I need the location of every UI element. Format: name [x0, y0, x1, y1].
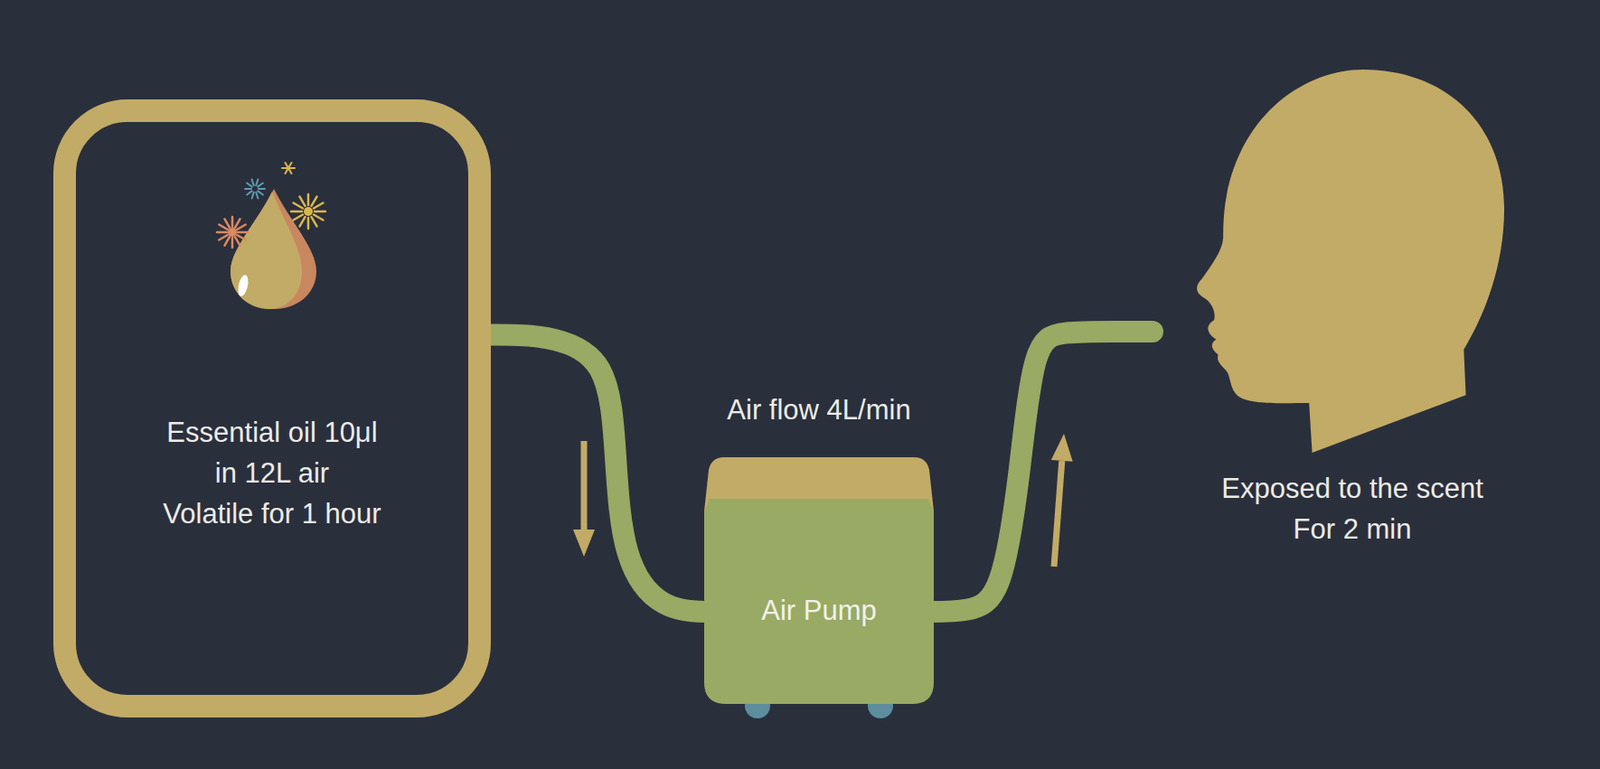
- sparkle-icons: [216, 162, 326, 248]
- container-note: in 12L air: [75, 453, 469, 495]
- container-note: Essential oil 10μl: [75, 413, 469, 454]
- head-silhouette: [1194, 69, 1506, 454]
- arrow-head: [1051, 433, 1073, 462]
- flow-arrow: [1054, 461, 1063, 567]
- air-tube: [924, 331, 1153, 612]
- oil-container: Essential oil 10μlin 12L airVolatile for…: [53, 99, 491, 718]
- exposure-note: Exposed to the scent For 2 min: [1203, 469, 1502, 551]
- person-head: Exposed to the scent For 2 min: [1194, 69, 1506, 454]
- air-pump: Air flow 4L/minAir Pump: [704, 457, 934, 705]
- pump-body: [704, 457, 934, 705]
- air-tube: [490, 335, 714, 612]
- container-note: Volatile for 1 hour: [75, 494, 469, 536]
- text-group: Essential oil 10μlin 12L airVolatile for…: [75, 413, 469, 536]
- flow-rate-label: Air flow 4L/min: [631, 390, 1007, 432]
- oil-drop-icon: [230, 188, 317, 310]
- pump-label: Air Pump: [631, 591, 1007, 632]
- arrow-head: [573, 529, 595, 557]
- flow-arrow: [581, 441, 588, 530]
